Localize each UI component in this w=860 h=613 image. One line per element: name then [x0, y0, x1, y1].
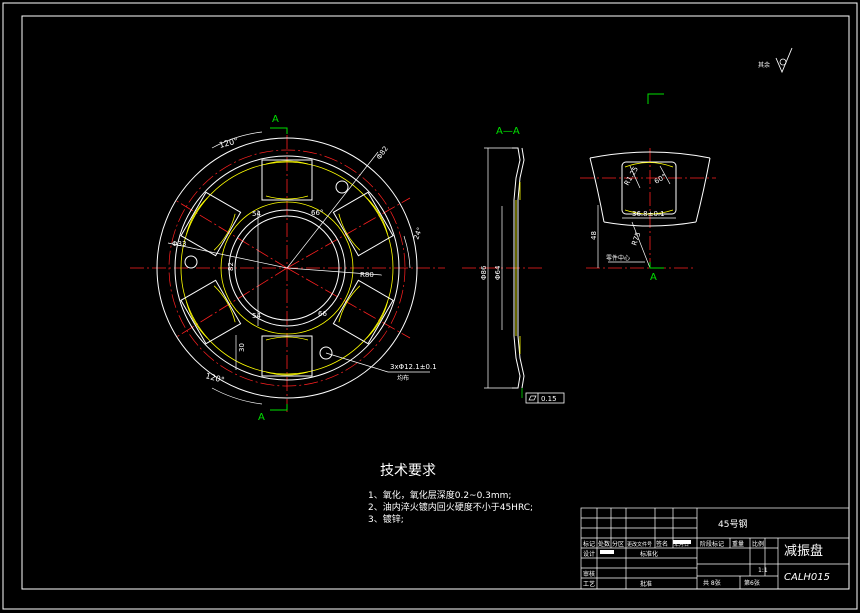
tb-standardize: 标准化: [640, 550, 658, 558]
section-dia-small: Φ64: [494, 265, 502, 280]
section-dia-big: Φ86: [480, 265, 488, 280]
rev-hdr-sign: 签名: [656, 540, 668, 548]
detail-r-left: R1.25: [623, 165, 640, 187]
dim-54-top: 54: [252, 210, 261, 218]
tb-scale-hdr: 比例: [752, 540, 764, 548]
detail-cut-label: A: [650, 272, 657, 283]
roughness-check-icon: [775, 47, 793, 74]
rev-hdr-zone: 分区: [612, 540, 624, 548]
tb-scale: 1:1: [758, 567, 768, 574]
detail-view: R1.25 60° 36.8±0.1 48 R75 零件中心 A: [580, 93, 716, 283]
flatness-value: 0.15: [541, 395, 557, 403]
tech-notes: 技术要求 1、氧化，氧化层深度0.2~0.3mm; 2、油内淬火镀内回火硬度不小…: [368, 460, 533, 526]
dim-3x-label: 3xΦ12.1±0.1: [390, 363, 437, 371]
tb-design: 设计: [583, 550, 595, 558]
dia-33-label: Φ33: [172, 240, 186, 248]
tech-note-1: 1、氧化，氧化层深度0.2~0.3mm;: [368, 491, 512, 501]
dim-66-bottom: 66: [318, 310, 327, 318]
cut-label-top: A: [272, 114, 279, 125]
tech-notes-title: 技术要求: [380, 463, 436, 479]
detail-height: 48: [590, 231, 598, 240]
title-block: [580, 507, 850, 590]
detail-center-label: 零件中心: [606, 254, 630, 262]
dim-54-bottom: 54: [252, 312, 261, 320]
detail-angle: 60°: [653, 173, 668, 186]
section-title: A—A: [496, 126, 520, 137]
tb-stage: 阶段标记: [700, 540, 724, 548]
angle-120-bottom: 120°: [204, 371, 225, 385]
dia-82-label: Φ82: [375, 145, 390, 161]
rev-hdr-doc: 更改文件号: [627, 541, 652, 548]
inner-frame: [21, 15, 850, 590]
rev-hdr-mark: 标记: [583, 540, 595, 548]
angle-24-label: 24°: [412, 226, 424, 240]
tech-note-3: 3、镀锌;: [368, 515, 404, 525]
main-view: 120° 120° Φ82 Φ33 24° 54 66° 54 66 82 R8…: [130, 114, 445, 423]
section-view: A—A Φ86 Φ64 0.15: [462, 126, 565, 404]
tb-drawing-no: CALH015: [784, 572, 830, 583]
dim-3x-sub: 均布: [397, 374, 409, 382]
tb-material: 45号钢: [718, 518, 747, 530]
tb-sheet-total: 共 8张: [703, 579, 721, 587]
dim-left-label: 30: [238, 343, 246, 352]
rev-hdr-date: 年月日: [674, 541, 689, 548]
dim-r-label: R80: [360, 271, 374, 279]
rev-hdr-count: 处数: [598, 540, 610, 548]
detail-width: 36.8±0.1: [632, 210, 665, 218]
tb-part-name: 减振盘: [784, 543, 823, 559]
tb-approve: 批准: [640, 580, 652, 588]
cut-label-bottom: A: [258, 412, 265, 423]
dim-82-label: 82: [227, 262, 235, 271]
roughness-label: 其余: [758, 61, 770, 69]
tb-review: 审核: [583, 570, 595, 578]
dim-66-top: 66°: [311, 209, 323, 217]
tb-craft: 工艺: [583, 580, 595, 588]
flatness-frame: [525, 392, 565, 404]
tb-weight: 重量: [732, 540, 744, 548]
roughness-symbol: 其余: [758, 47, 793, 74]
tech-note-2: 2、油内淬火镀内回火硬度不小于45HRC;: [368, 503, 534, 513]
tb-sheet-no: 第6张: [744, 579, 760, 587]
